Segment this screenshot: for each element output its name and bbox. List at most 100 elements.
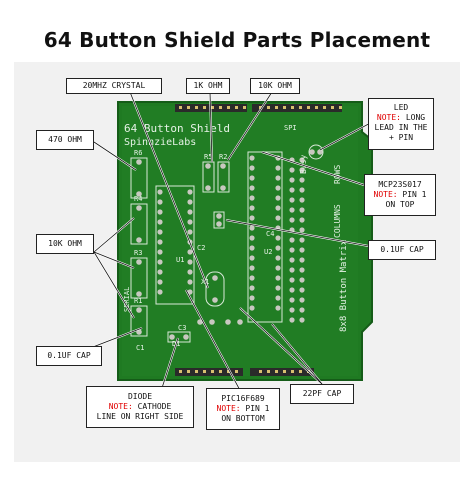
pad [220,185,226,191]
pad [275,255,281,261]
pad [157,189,163,195]
header-top-pins [179,106,342,109]
pad [225,319,231,325]
pad [289,267,295,273]
pad [289,317,295,323]
silk-spi: SPI [284,124,297,132]
pad [289,197,295,203]
pad [299,207,305,213]
pad [289,257,295,263]
pad [299,277,305,283]
header-bottom-right [250,368,314,376]
pad [289,287,295,293]
pad [289,167,295,173]
pad [309,149,315,155]
header-pin [179,370,182,373]
pad [289,207,295,213]
pad [187,199,193,205]
header-pin [243,106,246,109]
header-pin [291,106,294,109]
pad [289,307,295,313]
pad-grid [136,149,323,340]
silk-serial: SERIAL [123,287,131,312]
label-cap-left: 0.1UF CAP [36,346,102,366]
label-cap-right: 0.1UF CAP [368,240,436,260]
label-10k-ohm-top: 10K OHM [250,78,300,94]
pad [220,163,226,169]
pad [275,205,281,211]
pad [249,265,255,271]
header-pin [211,106,214,109]
pad [237,319,243,325]
label-led: LED NOTE: LONG LEAD IN THE + PIN [368,98,434,150]
header-pin [187,106,190,109]
pad [299,307,305,313]
pad [299,177,305,183]
diode-footprint [167,331,191,343]
pic-footprint [155,185,195,305]
pad [275,215,281,221]
header-pin [267,370,270,373]
silk-refdes-c4: C4 [266,230,274,238]
pad [299,267,305,273]
header-pin [275,370,278,373]
pad [249,295,255,301]
label-diode: DIODE NOTE: CATHODE LINE ON RIGHT SIDE [86,386,194,428]
pad [136,159,142,165]
pad [212,297,218,303]
pad [249,235,255,241]
pad [299,237,305,243]
crystal-footprint [205,271,225,307]
header-pin [203,370,206,373]
pad [275,295,281,301]
pad [249,155,255,161]
header-pin [211,370,214,373]
header-pin [283,370,286,373]
pad [299,197,305,203]
header-bottom-left [175,368,243,376]
pad [299,297,305,303]
pad [249,195,255,201]
silk-refdes-r4: R4 [134,195,142,203]
pad [299,257,305,263]
pad [205,185,211,191]
silk-matrix: 8x8 Button Matrix [339,239,349,332]
pad [289,277,295,283]
pad [299,287,305,293]
label-22pf-cap: 22PF CAP [290,384,354,404]
header-pin [307,106,310,109]
pad [157,249,163,255]
pad [275,195,281,201]
header-pin [187,370,190,373]
leader-lines-inner [79,91,377,395]
header-pin [339,106,342,109]
pad [249,245,255,251]
header-pin [195,106,198,109]
c-cap-footprint [213,211,225,229]
pad [187,249,193,255]
silk-brand: SpinnzieLabs [124,137,196,148]
silk-refdes-u2: U2 [264,248,272,256]
r5-footprint [202,161,215,193]
pad [275,305,281,311]
pad [275,185,281,191]
header-pin [331,106,334,109]
pad [209,319,215,325]
pad [289,247,295,253]
pad [249,215,255,221]
r4-footprint [130,203,148,245]
pad [136,291,142,297]
label-10k-ohm-left: 10K OHM [36,234,94,254]
pad [249,255,255,261]
pad [249,305,255,311]
header-pin [235,370,238,373]
pad [157,209,163,215]
pad [275,285,281,291]
pad [249,275,255,281]
pad [275,265,281,271]
pad [187,209,193,215]
pad [157,289,163,295]
pad [249,175,255,181]
header-pin [259,370,262,373]
pad [212,275,218,281]
